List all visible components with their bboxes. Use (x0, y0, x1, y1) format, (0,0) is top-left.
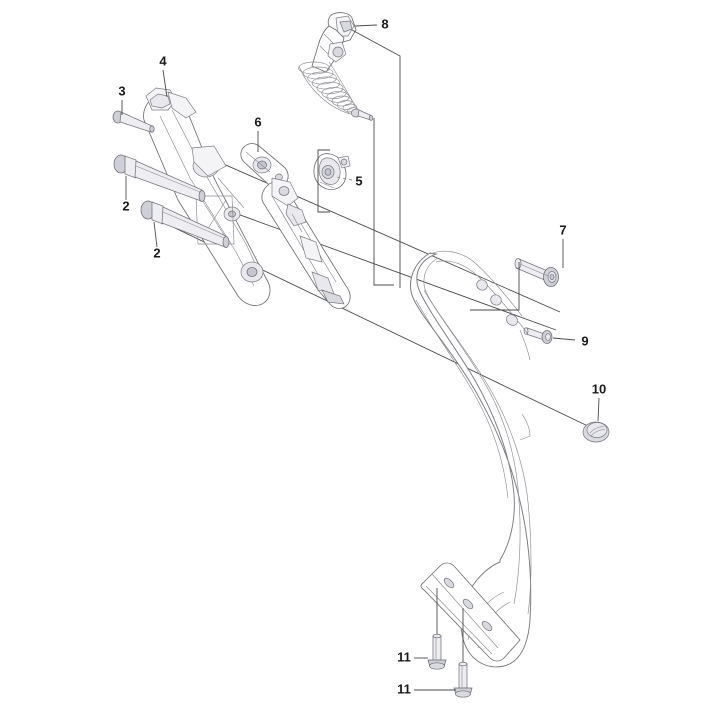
throttle-upper-edge (245, 151, 271, 173)
callout-number-2b: 2 (153, 245, 160, 260)
callout-number-11a: 11 (397, 649, 411, 664)
throttle-lever-pivot (278, 186, 290, 196)
hex-bolt-highlight (519, 263, 549, 277)
part-long-bolt-middle[interactable] (113, 154, 206, 202)
small-bolt-tip (149, 125, 155, 133)
long-bolt-a-tip (198, 190, 206, 202)
hex-bolt-shank-end (514, 258, 522, 269)
handle-boss-c (506, 314, 518, 326)
throttle-window (299, 235, 323, 263)
mounting-screw-a-shank-top (432, 633, 442, 639)
part-spring-damper-assembly[interactable] (298, 12, 374, 121)
part-mounting-screw-b[interactable] (453, 661, 473, 698)
handle-bar-top-nose (429, 250, 523, 317)
bracket-lower-hole (246, 267, 258, 277)
throttle-pad-b (321, 289, 345, 305)
handle-bar-outline (410, 252, 532, 668)
mounting-screw-b-head (455, 690, 471, 698)
grommet-ear-hole (340, 158, 348, 166)
part-small-bolt-upper[interactable] (112, 110, 155, 133)
bracket-arm-inner-edge-2 (171, 109, 263, 279)
part-hex-socket-bolt[interactable] (514, 258, 559, 287)
grommet-edge (319, 181, 335, 189)
bracket-second-hole (228, 210, 236, 218)
damper-coil-spring (298, 61, 359, 115)
bracket-top-tab (167, 91, 197, 119)
throttle-edge-a (291, 213, 303, 233)
callout-number-3: 3 (118, 83, 125, 98)
small-screw-head-face (545, 333, 551, 341)
part-cable-grommet-clamp[interactable] (313, 153, 351, 190)
mounting-screw-a-shank (432, 635, 442, 661)
handle-plug-seat (519, 413, 531, 441)
callout-leader-2b (153, 221, 158, 248)
plug-cap-face (586, 422, 608, 438)
callout-leaders-group (121, 24, 600, 691)
bracket-leader-8-diagonal (351, 29, 401, 288)
bracket-upper-lug-face (149, 93, 171, 109)
long-bolt-a-highlight (135, 165, 201, 193)
callout-leader-9 (552, 337, 576, 341)
long-bolt-b-collar (151, 201, 164, 225)
handle-boss-a (476, 279, 488, 291)
handle-bar-inner-line-b (423, 289, 521, 605)
part-handle-bracket-arm[interactable] (143, 87, 271, 306)
callout-number-11b: 11 (397, 681, 411, 696)
callout-number-7: 7 (559, 222, 566, 237)
mounting-plate-hole-1 (443, 577, 455, 589)
bracket-side-flange (191, 145, 227, 177)
callout-numbers-group: 3 4 2 2 6 5 8 7 9 10 11 11 (118, 16, 606, 696)
damper-spring-envelope-left (298, 65, 351, 115)
part-throttle-control-housing[interactable] (240, 143, 351, 309)
bracket-leader-8-long (373, 118, 394, 286)
part-rubber-plug-cap[interactable] (582, 421, 610, 443)
bracket-edge-line (217, 177, 245, 209)
long-bolt-a-collar (124, 155, 137, 179)
callout-number-5: 5 (355, 173, 362, 188)
callout-number-9: 9 (581, 333, 588, 348)
mounting-plate-hole-3 (481, 620, 493, 632)
handle-boss-b (490, 294, 502, 306)
part-long-bolt-lower[interactable] (140, 200, 230, 248)
mounting-plate (420, 562, 521, 662)
part-handle-bar[interactable] (410, 250, 532, 668)
grommet-bore-inner (324, 168, 332, 176)
callout-number-6: 6 (254, 114, 261, 129)
long-bolt-b-tip (222, 236, 230, 248)
throttle-edge-b (277, 205, 293, 231)
callout-number-8: 8 (381, 16, 388, 31)
damper-spring-envelope-right (328, 61, 359, 111)
handle-bar-inner-line-a (423, 257, 532, 615)
mounting-plate-hole-2 (462, 598, 474, 610)
callout-leader-10 (597, 397, 600, 422)
damper-top-inner (339, 20, 353, 33)
mounting-plate-edge-b (431, 573, 499, 649)
mounting-screw-a-head (429, 662, 445, 670)
throttle-detail-a (285, 203, 307, 227)
callout-number-2a: 2 (122, 198, 129, 213)
hex-bolt-socket (549, 273, 555, 281)
handle-bar-inner-line-c (415, 299, 509, 499)
mounting-screw-b-shank (458, 663, 468, 689)
callout-number-10: 10 (592, 381, 606, 396)
handle-boss-tail (519, 329, 531, 361)
mounting-screw-b-shank-top (458, 661, 468, 667)
bracket-leader-5-frame (317, 149, 330, 213)
damper-end-tip (368, 115, 374, 121)
callout-leader-4 (162, 69, 168, 98)
part-mounting-screw-a[interactable] (427, 633, 447, 670)
damper-pivot (332, 46, 344, 58)
long-bolt-b-highlight (162, 211, 225, 239)
callout-number-4: 4 (159, 53, 167, 68)
bracket-leader-7 (470, 262, 520, 311)
callout-leader-5 (335, 176, 353, 181)
plug-cap-slot-b (590, 429, 606, 437)
plug-cap-slot-a (589, 426, 605, 434)
callout-leader-8 (354, 24, 378, 27)
